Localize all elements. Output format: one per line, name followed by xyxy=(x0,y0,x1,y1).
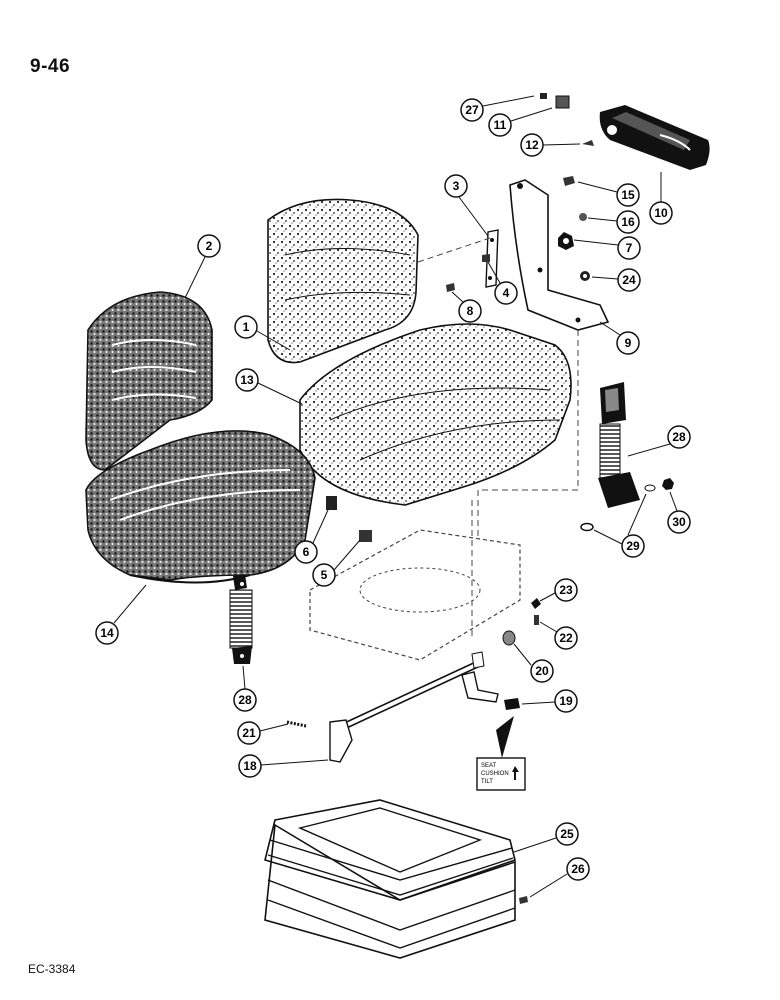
svg-text:25: 25 xyxy=(560,827,574,841)
tilt-lever-assembly xyxy=(286,651,520,763)
svg-text:27: 27 xyxy=(465,103,479,117)
cushion-bumpers xyxy=(326,496,372,542)
svg-text:2: 2 xyxy=(206,239,213,253)
svg-text:12: 12 xyxy=(525,138,539,152)
callout-14: 14 xyxy=(95,584,147,645)
svg-text:10: 10 xyxy=(654,206,668,220)
callout-15: 15 xyxy=(577,181,640,207)
callout-9: 9 xyxy=(599,321,640,355)
complete-seat-backrest xyxy=(85,291,213,471)
svg-text:14: 14 xyxy=(100,626,114,640)
page-number: 9-46 xyxy=(30,56,71,77)
armrest-hardware xyxy=(540,93,594,146)
svg-text:8: 8 xyxy=(467,304,474,318)
svg-text:22: 22 xyxy=(559,631,573,645)
callout-28-strap: 28 xyxy=(233,665,257,712)
svg-text:6: 6 xyxy=(303,545,310,559)
svg-text:9: 9 xyxy=(625,336,632,350)
callout-18: 18 xyxy=(238,754,329,778)
armrest xyxy=(599,105,710,170)
svg-text:30: 30 xyxy=(672,515,686,529)
svg-text:1: 1 xyxy=(243,320,250,334)
seat-cushion-tilt-decal: SEAT CUSHION TILT xyxy=(476,716,526,791)
callout-5: 5 xyxy=(312,539,361,587)
svg-text:5: 5 xyxy=(321,568,328,582)
callout-10: 10 xyxy=(649,172,673,225)
svg-text:4: 4 xyxy=(503,286,510,300)
svg-text:26: 26 xyxy=(571,862,585,876)
svg-text:13: 13 xyxy=(240,373,254,387)
callout-21: 21 xyxy=(237,721,289,745)
callout-26: 26 xyxy=(529,857,590,898)
callout-29: 29 xyxy=(593,493,647,558)
decal-line2: CUSHION xyxy=(481,771,509,777)
callout-28-buckle: 28 xyxy=(627,425,691,457)
svg-text:21: 21 xyxy=(242,726,256,740)
svg-text:19: 19 xyxy=(559,694,573,708)
callout-22: 22 xyxy=(539,621,578,650)
seat-belt-strap xyxy=(229,574,253,664)
svg-text:28: 28 xyxy=(672,430,686,444)
svg-text:3: 3 xyxy=(453,179,460,193)
callout-11: 11 xyxy=(488,107,553,137)
armrest-bracket xyxy=(509,176,610,331)
seat-belt-buckle xyxy=(580,382,674,532)
svg-text:24: 24 xyxy=(622,273,636,287)
callout-4: 4 xyxy=(487,261,518,305)
callout-12: 12 xyxy=(520,133,581,157)
callout-20: 20 xyxy=(513,643,554,683)
suspension-boot xyxy=(264,799,528,959)
seat-cushion xyxy=(299,323,572,506)
alignment-lines xyxy=(417,237,579,640)
seat-mounting-plate xyxy=(309,529,521,661)
svg-text:20: 20 xyxy=(535,664,549,678)
callout-6: 6 xyxy=(294,509,329,564)
callout-1: 1 xyxy=(234,315,291,351)
svg-text:28: 28 xyxy=(238,693,252,707)
backrest-cushion xyxy=(267,198,419,364)
callout-24: 24 xyxy=(591,268,641,292)
svg-text:18: 18 xyxy=(243,759,257,773)
callout-3: 3 xyxy=(444,174,489,237)
slide-hardware xyxy=(502,598,541,646)
complete-seat-base xyxy=(85,430,316,584)
svg-text:29: 29 xyxy=(626,539,640,553)
svg-text:11: 11 xyxy=(494,118,507,132)
callout-13: 13 xyxy=(235,368,303,405)
callout-7: 7 xyxy=(573,236,641,260)
callout-8: 8 xyxy=(451,291,482,323)
callout-16: 16 xyxy=(587,210,640,234)
decal-line1: SEAT xyxy=(481,763,497,769)
callout-27: 27 xyxy=(460,95,535,122)
callout-2: 2 xyxy=(184,234,221,299)
figure-code: EC-3384 xyxy=(28,962,76,976)
svg-text:23: 23 xyxy=(559,583,573,597)
svg-text:16: 16 xyxy=(621,215,635,229)
callout-19: 19 xyxy=(521,689,578,713)
callout-23: 23 xyxy=(539,578,578,602)
svg-text:15: 15 xyxy=(621,188,635,202)
backrest-pivot-strap xyxy=(446,229,499,292)
callout-30: 30 xyxy=(667,491,691,534)
callout-25: 25 xyxy=(513,822,579,853)
svg-text:7: 7 xyxy=(626,241,633,255)
decal-line3: TILT xyxy=(481,779,493,785)
